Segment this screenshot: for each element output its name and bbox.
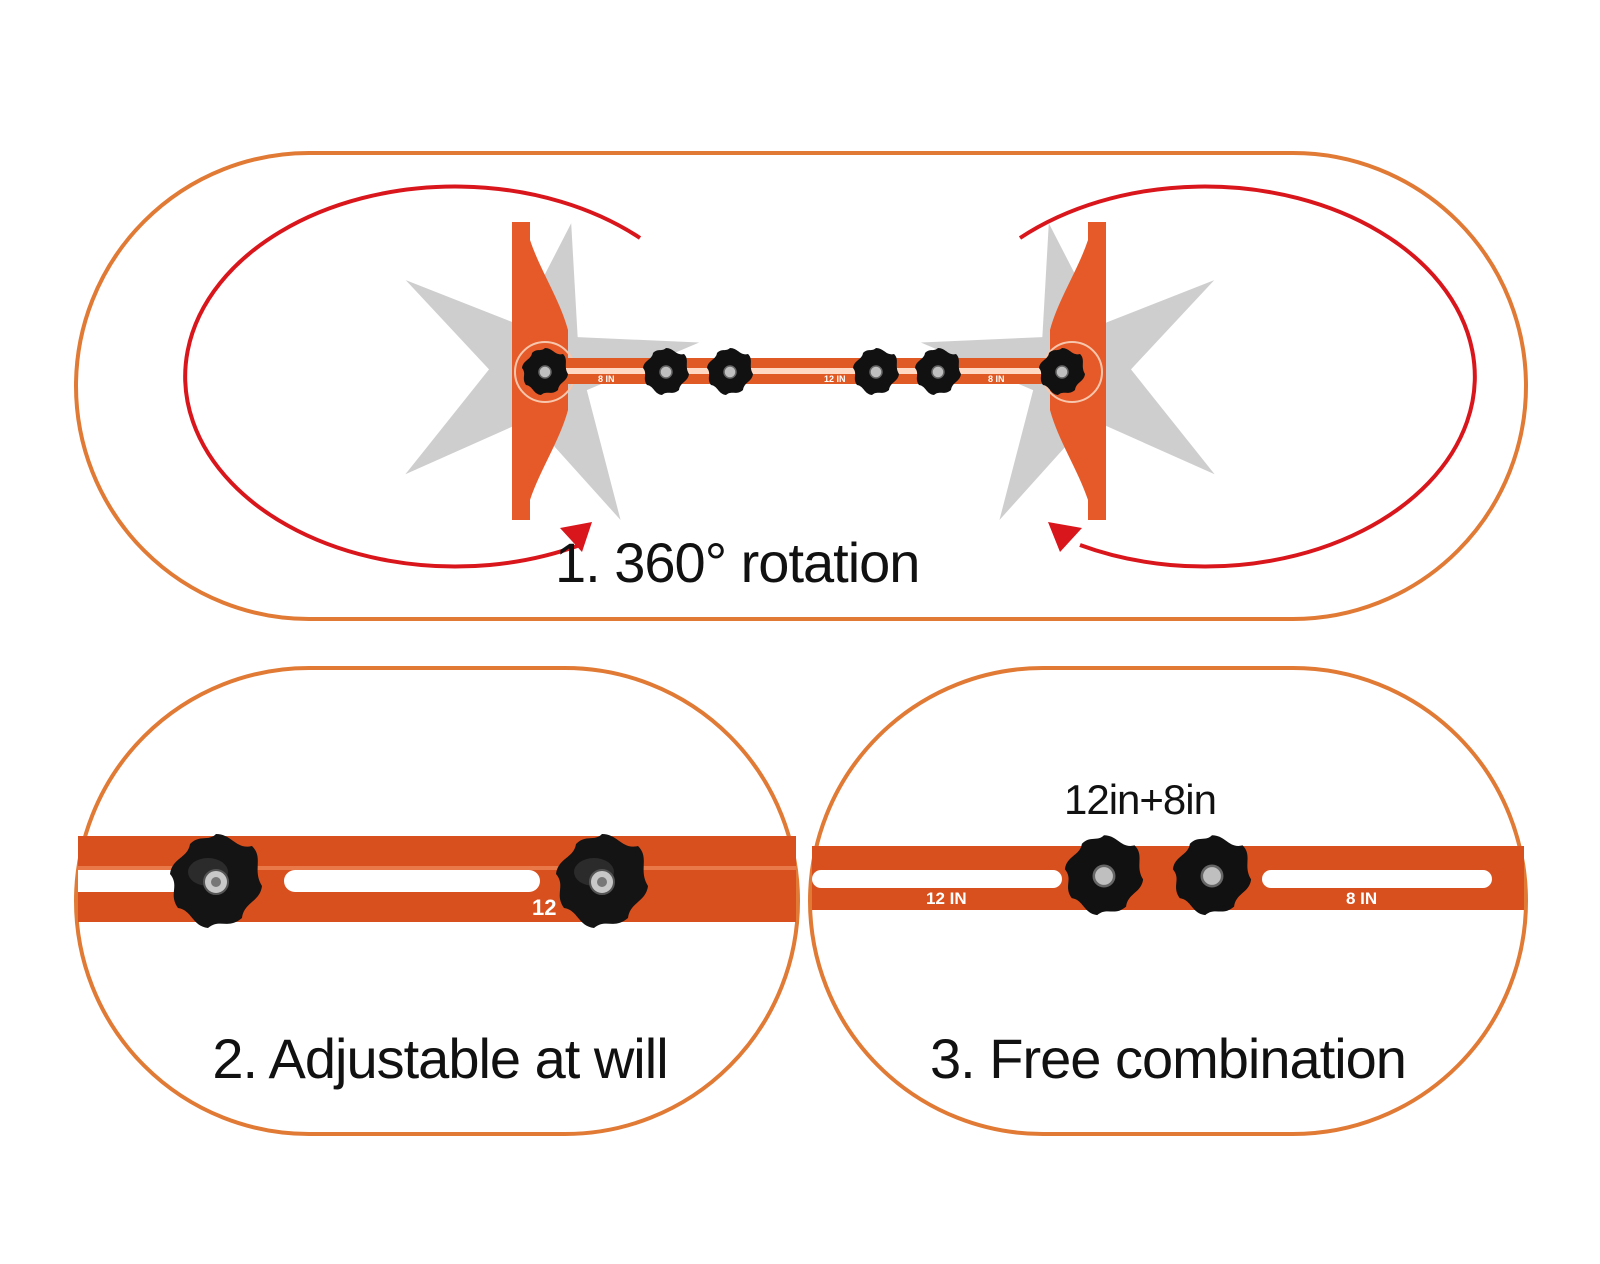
bar-label: 12 <box>532 895 556 920</box>
rotation-arrow-icon <box>1018 184 1477 569</box>
rotation-arrow-icon <box>560 522 592 552</box>
rotation-arrow-icon <box>1048 522 1082 552</box>
knob-icon[interactable] <box>914 347 962 396</box>
caption-rotation: 1. 360° rotation <box>555 531 920 594</box>
bar-label: 12 IN <box>926 889 967 908</box>
knob-icon[interactable] <box>852 347 900 396</box>
bar-label: 12 IN <box>824 374 846 384</box>
bar-label: 8 IN <box>988 374 1005 384</box>
rotation-arrow-icon <box>183 184 642 569</box>
combo-label: 12in+8in <box>1064 776 1217 823</box>
rotation-panel <box>74 151 1528 621</box>
bar-label: 8 IN <box>598 374 615 384</box>
knob-icon[interactable] <box>706 347 754 396</box>
caption-adjustable: 2. Adjustable at will <box>212 1027 668 1090</box>
caption-combination: 3. Free combination <box>930 1027 1407 1090</box>
bar-label: 8 IN <box>1346 889 1377 908</box>
combination-bar: 12 IN 8 IN <box>812 846 1524 910</box>
